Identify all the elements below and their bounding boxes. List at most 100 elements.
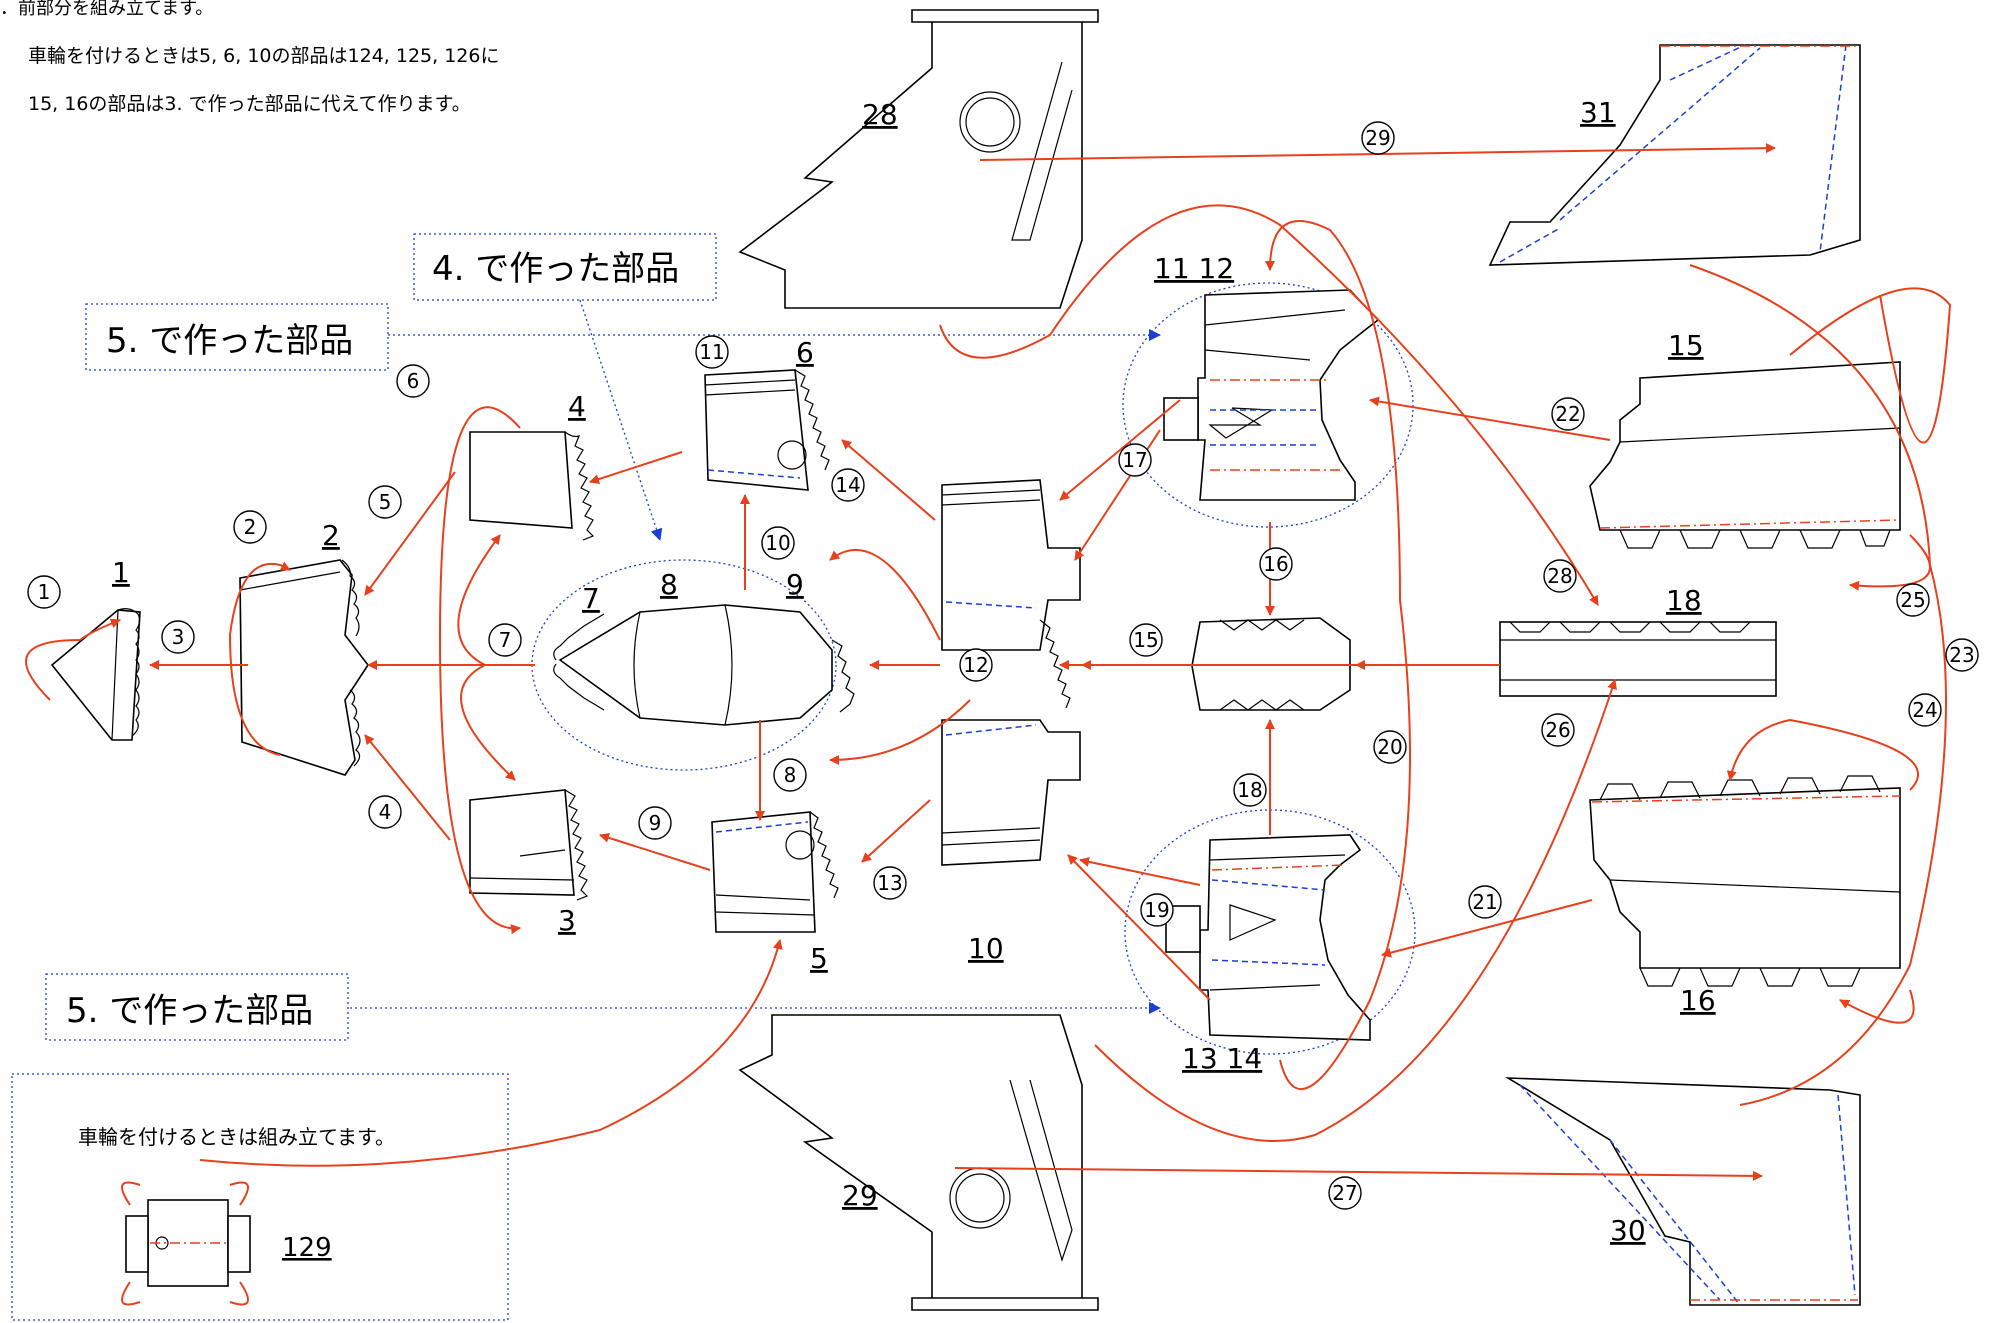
step-number-14: 14	[835, 473, 860, 497]
step-circle-14	[831, 468, 865, 502]
step-number-20: 20	[1377, 735, 1402, 759]
part-label-8: 8	[660, 568, 678, 601]
step-circle-11	[695, 335, 729, 369]
part-11-12: 11 12	[1122, 252, 1414, 528]
step-number-21: 21	[1472, 890, 1497, 914]
step-number-3: 3	[172, 625, 185, 649]
step-circle-29	[1361, 121, 1395, 155]
step-number-5: 5	[379, 490, 392, 514]
step-circle-23	[1945, 638, 1979, 672]
step-circle-26	[1541, 713, 1575, 747]
inset-caption: 車輪を付けるときは組み立てます。	[78, 1125, 395, 1149]
step-number-9: 9	[649, 811, 662, 835]
part-4: 4	[469, 390, 595, 541]
step-number-6: 6	[407, 369, 420, 393]
part-29: 29	[738, 1014, 1099, 1311]
step-circle-8	[773, 758, 807, 792]
inset-part-label: 129	[282, 1233, 332, 1263]
part-30: 30	[1504, 1077, 1861, 1306]
part-label-15: 15	[1668, 329, 1704, 362]
step-number-16: 16	[1263, 552, 1288, 576]
part-5: 5	[711, 811, 839, 975]
step-circle-5	[368, 485, 402, 519]
callout-box-4	[413, 233, 717, 301]
callout-box-5-bottom	[45, 973, 349, 1041]
step-circle-17	[1118, 443, 1152, 477]
step-number-2: 2	[244, 515, 257, 539]
step-number-4: 4	[379, 800, 392, 824]
part-label-6: 6	[796, 336, 814, 369]
step-circle-2	[233, 510, 267, 544]
step-number-11: 11	[699, 340, 724, 364]
part-label-13-14: 13 14	[1182, 1042, 1262, 1075]
part-label-30: 30	[1610, 1214, 1646, 1247]
step-number-26: 26	[1545, 718, 1570, 742]
step-number-22: 22	[1555, 402, 1580, 426]
part-label-29: 29	[842, 1179, 878, 1212]
part-label-11-12: 11 12	[1154, 252, 1234, 285]
step-circle-3	[161, 620, 195, 654]
part-6: 6	[704, 336, 830, 491]
instruction-line-2: 車輪を付けるときは5, 6, 10の部品は124, 125, 126に	[28, 45, 499, 67]
inset-panel: 車輪を付けるときは組み立てます。 129	[11, 1073, 509, 1321]
step-circle-1	[27, 575, 61, 609]
step-number-10: 10	[765, 531, 790, 555]
guide-line-4	[579, 299, 663, 541]
step-circle-20	[1373, 730, 1407, 764]
step-number-8: 8	[784, 763, 797, 787]
step-number-12: 12	[963, 653, 988, 677]
part-label-10: 10	[968, 932, 1004, 965]
step-number-19: 19	[1144, 898, 1169, 922]
step-number-25: 25	[1900, 588, 1925, 612]
step-circle-22	[1551, 397, 1585, 431]
step-circle-6	[396, 364, 430, 398]
part-2: 2	[239, 519, 369, 776]
part-18: 18	[1499, 584, 1777, 697]
part-label-1: 1	[112, 556, 130, 589]
step-number-28: 28	[1547, 564, 1572, 588]
part-label-28: 28	[862, 98, 898, 131]
step-circle-16	[1259, 547, 1293, 581]
step-circle-28	[1543, 559, 1577, 593]
part-28: 28	[738, 9, 1099, 309]
step-number-1: 1	[38, 580, 51, 604]
assembly-arrows	[25, 143, 1952, 1181]
step-number-7: 7	[499, 628, 512, 652]
part-3: 3	[469, 789, 589, 937]
instruction-line-1: ．前部分を組み立てます。	[0, 0, 213, 19]
part-label-31: 31	[1580, 96, 1616, 129]
step-number-13: 13	[877, 871, 902, 895]
part-label-7: 7	[582, 582, 600, 615]
step-number-29: 29	[1365, 126, 1390, 150]
step-circle-9	[638, 806, 672, 840]
step-circle-21	[1468, 885, 1502, 919]
step-circle-10	[761, 526, 795, 560]
callout-box-5-top	[85, 303, 389, 371]
step-circle-24	[1908, 693, 1942, 727]
part-15: 15	[1589, 329, 1901, 549]
step-number-24: 24	[1912, 698, 1937, 722]
callout-made-in-5-top: 5. で作った部品	[106, 321, 353, 361]
part-16: 16	[1589, 775, 1901, 1017]
part-13-14: 13 14	[1124, 809, 1416, 1075]
part-label-4: 4	[568, 390, 586, 423]
step-circle-25	[1896, 583, 1930, 617]
part-label-18: 18	[1666, 584, 1702, 617]
step-circle-19	[1140, 893, 1174, 927]
callout-made-in-5-bottom: 5. で作った部品	[66, 991, 313, 1031]
step-circle-27	[1328, 1176, 1362, 1210]
step-circle-12	[959, 648, 993, 682]
part-label-16: 16	[1680, 984, 1716, 1017]
step-number-15: 15	[1133, 628, 1158, 652]
part-31: 31	[1488, 44, 1861, 266]
part-label-3: 3	[558, 904, 576, 937]
callout-made-in-4: 4. で作った部品	[432, 249, 679, 289]
part-label-9: 9	[786, 568, 804, 601]
part-label-5: 5	[810, 942, 828, 975]
part-1: 1	[50, 556, 141, 741]
step-number-17: 17	[1122, 448, 1147, 472]
part-label-2: 2	[322, 519, 340, 552]
step-number-23: 23	[1949, 643, 1974, 667]
step-markers: 1234567891011121314151617181920212223242…	[27, 121, 1979, 1210]
